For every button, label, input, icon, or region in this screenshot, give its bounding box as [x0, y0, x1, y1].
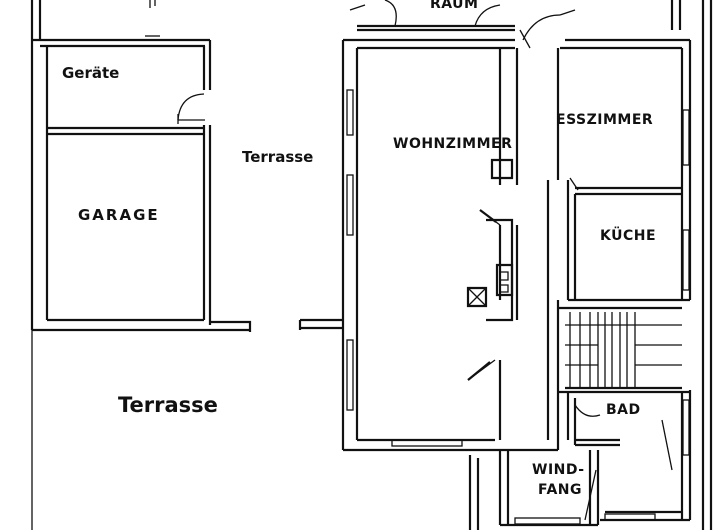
label-kueche: KÜCHE: [600, 226, 656, 244]
label-geraete: Geräte: [62, 64, 119, 82]
label-windfang-line1: WIND-: [532, 462, 585, 478]
label-garage: GARAGE: [78, 206, 160, 224]
main-house-walls: [341, 0, 713, 530]
label-terrasse-bottom: Terrasse: [118, 393, 218, 417]
top-strip: [349, 0, 682, 32]
geraete-door: [177, 93, 205, 124]
garage-block-walls: [30, 0, 252, 332]
label-wohnzimmer: WOHNZIMMER: [393, 136, 512, 152]
label-windfang-line2: FANG: [538, 482, 582, 498]
windows-right: [514, 109, 690, 525]
label-bad: BAD: [606, 402, 641, 418]
fireplace: [466, 158, 514, 322]
label-terrasse-top: Terrasse: [242, 148, 313, 166]
windows-left: [346, 89, 463, 447]
label-esszimmer: ESSZIMMER: [556, 112, 653, 128]
staircase: [565, 312, 682, 388]
label-raum-partial: RAUM: [430, 0, 478, 12]
terrace-edges: [31, 318, 343, 530]
house-doors: [467, 9, 673, 521]
